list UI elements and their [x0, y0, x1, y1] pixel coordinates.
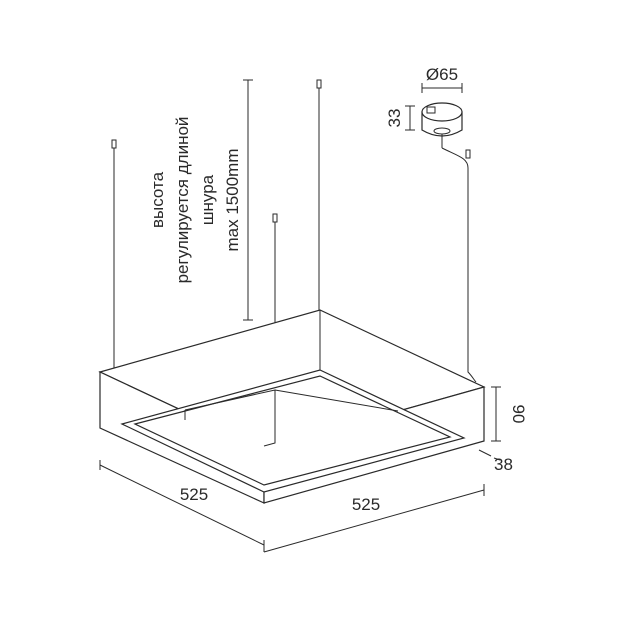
height-note: высота регулируется длиной шнура max 150… — [148, 117, 242, 284]
inner-opening — [133, 375, 452, 486]
note-line-4: max 1500mm — [223, 149, 242, 252]
dim-length-right-label: 525 — [352, 495, 380, 514]
dim-length-left: 525 — [99, 460, 265, 552]
note-line-1: высота — [148, 171, 167, 228]
note-line-2: регулируется длиной — [173, 117, 192, 284]
dim-canopy-height: 33 — [385, 105, 415, 131]
dim-diameter: Ø65 — [421, 65, 463, 93]
dim-length-right: 525 — [263, 484, 485, 553]
dim-diameter-label: Ø65 — [426, 65, 458, 84]
canopy-top — [421, 102, 463, 122]
dim-profile-width-label: 38 — [494, 455, 513, 474]
dim-length-left-label: 525 — [180, 485, 208, 504]
inner-back-wall — [184, 389, 276, 447]
dim-canopy-height-label: 33 — [385, 109, 404, 128]
dim-profile-width: 38 — [478, 449, 513, 474]
dim-body-height: 90 — [491, 386, 528, 442]
cable-grip-right — [316, 79, 322, 89]
dim-body-height-label: 90 — [509, 405, 528, 424]
note-line-3: шнура — [198, 174, 217, 225]
inner-back-right — [274, 389, 399, 412]
cable-grip-left — [111, 139, 117, 149]
luminaire-body — [98, 309, 486, 504]
canopy-clip — [426, 106, 436, 114]
power-cable — [441, 147, 477, 383]
cable-grip-back — [272, 213, 278, 223]
power-cable-grip — [465, 149, 471, 159]
canopy — [421, 102, 477, 383]
